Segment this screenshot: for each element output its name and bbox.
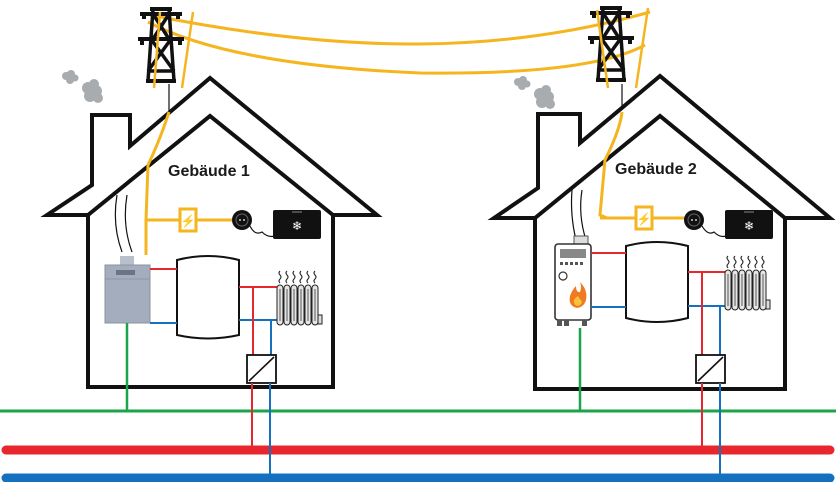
heat-exchanger-1: [246, 354, 277, 384]
building-1: Gebäude 1 ⚡ ❄: [40, 7, 383, 478]
cooling-unit-1: ❄: [273, 210, 321, 239]
overhead-power-lines: [147, 10, 651, 75]
building-2-label: Gebäude 2: [615, 161, 697, 178]
building-2: Gebäude 2 ⚡ ❄: [487, 6, 836, 478]
snowflake-icon: ❄: [744, 219, 754, 233]
house-1-roof: [40, 75, 383, 217]
house-2-roof: [487, 73, 836, 220]
storage-tank-1: [176, 255, 240, 340]
cooling-unit-2: ❄: [725, 210, 773, 239]
lightning-icon: ⚡: [181, 214, 196, 228]
house-1-walls: [86, 215, 335, 389]
gas-boiler-1: [104, 256, 151, 324]
gas-boiler-2: [554, 243, 592, 326]
smoke-icon: [514, 76, 555, 109]
radiator-1: [276, 270, 323, 326]
power-socket-icon: [232, 210, 252, 230]
lightning-icon: ⚡: [637, 212, 652, 226]
house-2-walls: [533, 218, 787, 391]
storage-tank-2: [625, 241, 689, 323]
smoke-icon: [62, 70, 103, 103]
heat-exchanger-2: [695, 354, 726, 384]
snowflake-icon: ❄: [292, 219, 302, 233]
building-1-label: Gebäude 1: [168, 163, 250, 180]
power-socket-icon: [684, 210, 704, 230]
radiator-2: [724, 255, 771, 311]
